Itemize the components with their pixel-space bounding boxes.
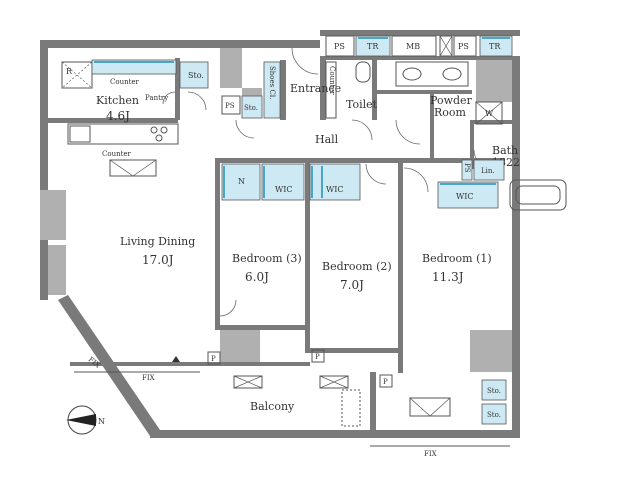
counter-entrance-label: Counter [328, 66, 336, 96]
p2-label: P [315, 353, 320, 361]
ps-bath-label: PS [463, 163, 471, 173]
kitchen-name: Kitchen [96, 94, 139, 107]
hall-name: Hall [315, 133, 339, 146]
pantry-label: Pantry [145, 94, 168, 102]
refrigerator-label: R [66, 67, 73, 76]
p3-label: P [383, 378, 388, 386]
top-utility-strip: PS TR MB PS TR [325, 35, 513, 57]
living-dining: Living Dining 17.0J [120, 235, 195, 362]
powder-room-name-2: Room [434, 106, 467, 119]
wic-bedroom2-label: WIC [326, 185, 344, 194]
toilet-name: Toilet [346, 98, 378, 111]
compass: N [66, 405, 105, 435]
wic-bedroom1-label: WIC [456, 192, 474, 201]
ps-entrance-label: PS [225, 102, 235, 110]
ps-top-2-label: PS [458, 42, 469, 51]
counter-top-label: Counter [110, 78, 140, 86]
balcony-name: Balcony [250, 400, 295, 413]
mb-label: MB [406, 42, 420, 51]
kitchen: R Counter Pantry Sto. Kitchen 4.6J Count… [61, 59, 209, 177]
entrance-area: Shoes Cl. PS Sto. Entrance Counter Hall [221, 47, 341, 146]
shoes-cl-label: Shoes Cl. [268, 66, 276, 99]
bedroom1-area: 11.3J [432, 270, 464, 284]
wic-bedroom3-label: WIC [275, 185, 293, 194]
bedroom-3: N WIC Bedroom (3) 6.0J [219, 163, 305, 317]
tr-top-1-label: TR [367, 42, 379, 51]
sto-bedroom1-bottom-label: Sto. [487, 411, 501, 419]
living-name: Living Dining [120, 235, 195, 248]
kitchen-area: 4.6J [106, 109, 130, 123]
ps-top-1-label: PS [334, 42, 345, 51]
living-area: 17.0J [142, 253, 174, 267]
n-closet-label: N [238, 177, 245, 186]
toilet-powder: Toilet Powder Room W [346, 61, 503, 145]
fix-3-label: FIX [424, 450, 437, 458]
powder-room-name: Powder [430, 94, 473, 107]
counter-island-label: Counter [102, 150, 132, 158]
bedroom-2: WIC Bedroom (2) 7.0J [309, 163, 392, 292]
kitchen-sto-label: Sto. [188, 71, 204, 80]
tr-top-2-label: TR [489, 42, 501, 51]
bedroom1-name: Bedroom (1) [422, 252, 492, 265]
bedroom2-area: 7.0J [340, 278, 364, 292]
sto-entrance-label: Sto. [244, 104, 258, 112]
p1-label: P [211, 355, 216, 363]
bedroom-1: Bedroom (1) 11.3J Sto. Sto. [409, 252, 507, 425]
bedroom3-name: Bedroom (3) [232, 252, 302, 265]
bedroom1-closets: PS Lin. WIC [403, 159, 505, 209]
compass-north-label: N [98, 417, 105, 426]
lin-label: Lin. [481, 167, 495, 175]
entrance-name: Entrance [290, 82, 341, 95]
fix-2-label: FIX [142, 374, 155, 382]
washer-label: W [485, 109, 494, 118]
sto-bedroom1-top-label: Sto. [487, 387, 501, 395]
bath-name: Bath [492, 144, 518, 157]
bedroom3-area: 6.0J [245, 270, 269, 284]
bedroom2-name: Bedroom (2) [322, 260, 392, 273]
